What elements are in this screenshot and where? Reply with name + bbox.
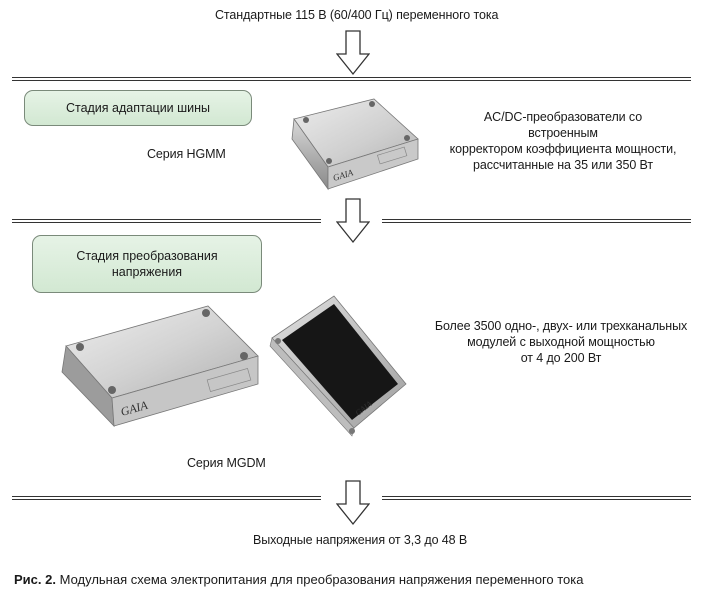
down-arrow-icon (336, 198, 370, 244)
mgdm-description-line-3: от 4 до 200 Вт (520, 351, 602, 365)
output-voltage-label: Выходные напряжения от 3,3 до 48 В (253, 533, 468, 547)
stage-bus-adaptation-title: Стадия адаптации шины (65, 101, 211, 115)
stage-bus-adaptation-box: Стадия адаптации шины (24, 90, 252, 126)
stage-voltage-conversion-title-line-2: напряжения (111, 265, 183, 279)
divider-bottom-left (12, 496, 321, 500)
stage-voltage-conversion-title-line-1: Стадия преобразования (76, 249, 218, 263)
input-voltage-label: Стандартные 115 В (60/400 Гц) переменног… (215, 8, 499, 22)
hgmm-description-line-2: корректором коэффициента мощности, (449, 142, 677, 156)
figure-caption: Рис. 2. Модульная схема электропитания д… (14, 572, 694, 587)
divider-middle-left (12, 219, 321, 223)
hgmm-description-line-3: рассчитанные на 35 или 350 Вт (472, 158, 654, 172)
stage-voltage-conversion-box: Стадия преобразования напряжения (32, 235, 262, 293)
mgdm-description: Более 3500 одно-, двух- или трехканальны… (430, 318, 692, 366)
mgdm-description-line-1: Более 3500 одно-, двух- или трехканальны… (434, 319, 688, 333)
hgmm-description: AC/DC-преобразователи со встроенным корр… (448, 109, 678, 173)
mgdm-description-line-2: модулей с выходной мощностью (467, 335, 655, 349)
divider-top (12, 77, 691, 81)
figure-caption-text: Модульная схема электропитания для преоб… (59, 572, 584, 587)
down-arrow-icon (336, 480, 370, 526)
mgdm-potted-module-image: GAIA (269, 295, 407, 437)
divider-bottom-right (382, 496, 691, 500)
mgdm-module-image: GAIA (61, 305, 259, 428)
figure-caption-label: Рис. 2. (14, 572, 56, 587)
mgdm-series-label: Серия MGDM (187, 456, 266, 470)
hgmm-module-image: GAIA (291, 98, 419, 191)
divider-middle-right (382, 219, 691, 223)
hgmm-series-label: Серия HGMM (147, 147, 226, 161)
down-arrow-icon (336, 30, 370, 76)
hgmm-description-line-1: AC/DC-преобразователи со встроенным (483, 110, 643, 140)
